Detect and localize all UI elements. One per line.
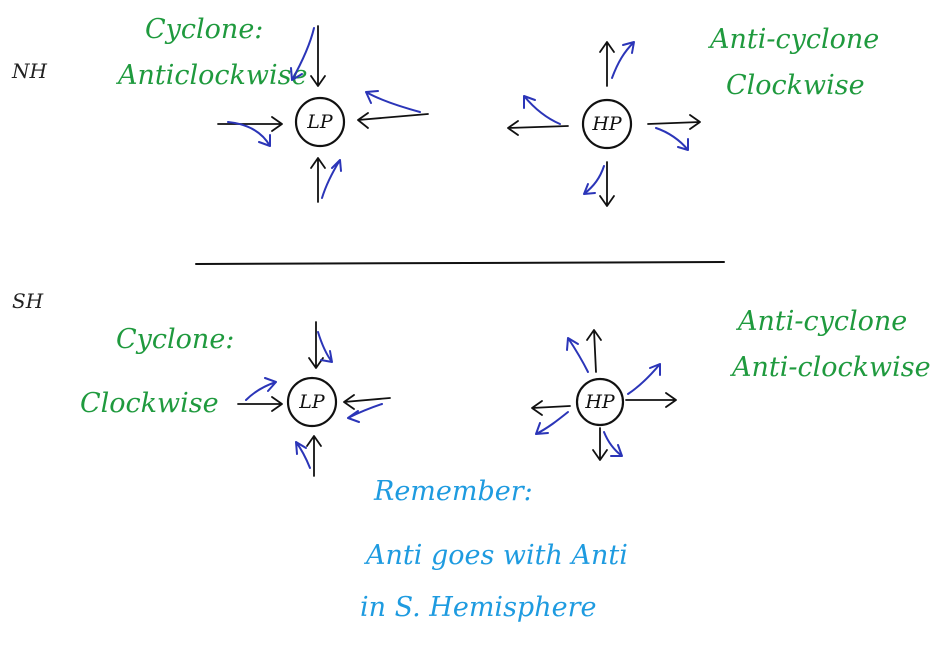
sh-low-pressure: LP xyxy=(286,376,338,428)
nh-hp-arrow-right xyxy=(647,114,701,130)
sh-hp-deflect-bottom xyxy=(603,431,623,457)
nh-lp-deflection-arrows xyxy=(227,27,421,199)
sh-hp-deflect-left xyxy=(535,411,569,435)
sh-hp-outflow-arrows xyxy=(531,329,677,461)
sh-lp-deflect-left xyxy=(245,377,277,401)
sh-lp-deflect-right xyxy=(347,403,383,423)
nh-hp-deflect-right xyxy=(655,127,689,151)
hemisphere-divider xyxy=(195,261,725,265)
nh-label: NH xyxy=(11,59,48,83)
nh-lp-deflect-right xyxy=(365,90,421,113)
nh-lp-deflect-bottom xyxy=(321,159,342,199)
sh-cyclone-title: Cyclone: xyxy=(116,324,234,355)
sh-lp-deflect-top xyxy=(317,331,333,363)
sh-lp-inflow-arrows xyxy=(237,321,391,477)
sh-lp-arrow-left xyxy=(237,396,283,412)
sh-hp-arrow-bottom xyxy=(592,427,608,461)
note-heading: Remember: xyxy=(373,476,533,507)
nh-anticyclone-title: Anti-cyclone xyxy=(707,24,879,55)
sh-lp-circle xyxy=(286,376,338,428)
nh-hp-deflect-bottom xyxy=(583,165,605,195)
sh-lp-arrow-right xyxy=(343,394,391,410)
sh-hp-deflect-top xyxy=(566,337,589,373)
nh-cyclone-direction: Anticlockwise xyxy=(115,60,307,91)
nh-hp-circle xyxy=(581,98,633,150)
sh-hp-label: HP xyxy=(584,391,616,413)
nh-hp-label: HP xyxy=(591,113,623,135)
sh-hp-deflection-arrows xyxy=(535,337,661,457)
nh-anticyclone-direction: Clockwise xyxy=(726,70,865,101)
nh-lp-inflow-arrows xyxy=(217,25,429,203)
nh-hp-deflect-left xyxy=(523,95,561,125)
nh-lp-arrow-right xyxy=(357,112,429,129)
sh-lp-label: LP xyxy=(298,391,326,413)
nh-hp-deflection-arrows xyxy=(523,41,689,195)
nh-hp-deflect-top xyxy=(611,41,635,79)
nh-lp-deflect-top xyxy=(290,27,315,81)
sh-lp-deflection-arrows xyxy=(245,331,383,469)
nh-low-pressure: LP xyxy=(294,96,346,148)
sh-label: SH xyxy=(12,289,44,313)
sh-anticyclone-title: Anti-cyclone xyxy=(735,306,907,337)
sh-lp-deflect-bottom xyxy=(295,441,311,469)
sh-high-pressure: HP xyxy=(575,377,625,427)
sh-hp-deflect-right xyxy=(627,363,661,395)
note-line-1: Anti goes with Anti xyxy=(363,540,628,571)
nh-lp-circle xyxy=(294,96,346,148)
nh-hp-outflow-arrows xyxy=(507,41,701,207)
nh-hp-arrow-top xyxy=(599,41,615,87)
sh-hp-arrow-left xyxy=(531,400,571,416)
sh-hp-arrow-top xyxy=(586,329,602,373)
nh-lp-deflect-left xyxy=(227,121,271,147)
note-line-2: in S. Hemisphere xyxy=(360,592,596,623)
nh-cyclone-title: Cyclone: xyxy=(145,14,263,45)
sh-lp-arrow-bottom xyxy=(306,435,322,477)
sh-anticyclone-direction: Anti-clockwise xyxy=(729,352,931,383)
remember-note: Remember: Anti goes with Anti in S. Hemi… xyxy=(360,476,628,623)
sh-hp-circle xyxy=(575,377,625,427)
nh-hp-arrow-bottom xyxy=(599,161,615,207)
nh-lp-label: LP xyxy=(306,111,334,133)
nh-high-pressure: HP xyxy=(581,98,633,150)
sh-hp-arrow-right xyxy=(625,392,677,408)
nh-hp-arrow-left xyxy=(507,120,569,136)
nh-lp-arrow-left xyxy=(217,116,283,132)
sh-lp-arrow-top xyxy=(308,321,324,369)
nh-lp-arrow-top xyxy=(310,25,326,87)
sh-cyclone-direction: Clockwise xyxy=(80,388,219,419)
nh-lp-arrow-bottom xyxy=(310,157,326,203)
